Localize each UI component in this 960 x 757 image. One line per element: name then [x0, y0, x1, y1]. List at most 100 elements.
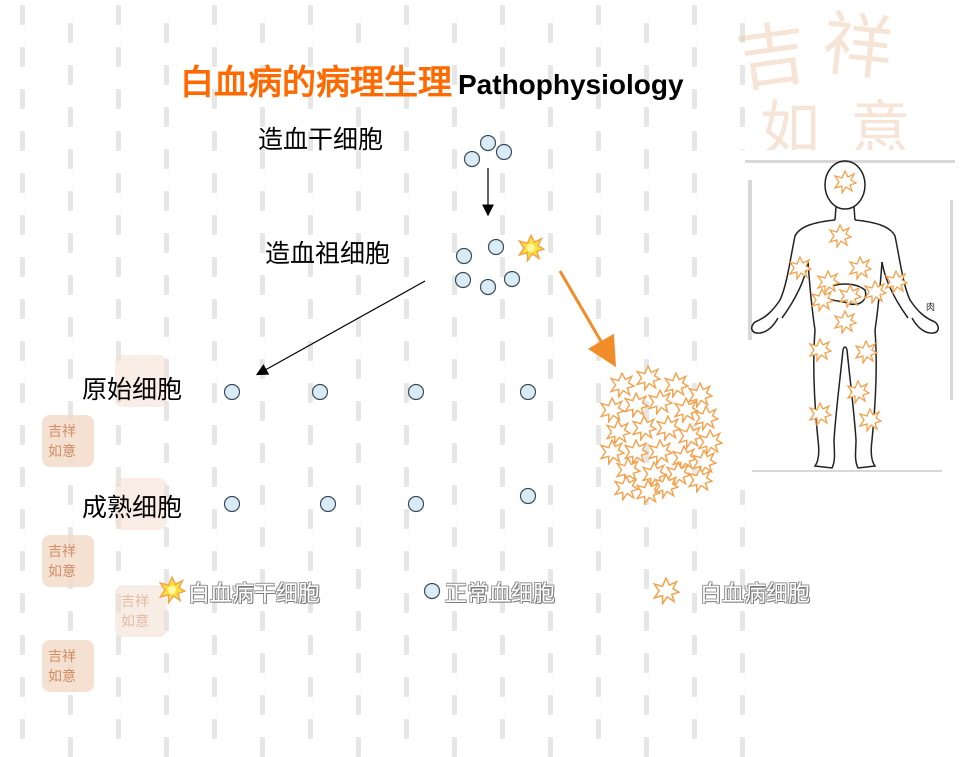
normal-cell-icon — [407, 495, 425, 513]
background-dash — [548, 653, 553, 673]
background-dash — [212, 719, 217, 739]
background-dash — [596, 551, 601, 571]
background-dash — [260, 23, 265, 43]
background-dash — [452, 107, 457, 127]
seal-watermark: 吉祥如意 — [42, 535, 94, 587]
background-dash — [308, 509, 313, 529]
background-dash — [164, 695, 169, 715]
leukemia-cell-icon — [648, 439, 673, 465]
background-dash — [164, 149, 169, 169]
normal-cell-icon — [319, 495, 337, 513]
background-dash — [740, 527, 745, 547]
background-dash — [404, 173, 409, 193]
background-dash — [740, 65, 745, 85]
background-dash — [308, 131, 313, 151]
background-dash — [404, 299, 409, 319]
background-dash — [260, 191, 265, 211]
background-dash — [548, 695, 553, 715]
normal-cell-icon — [407, 383, 425, 401]
normal-cell-icon — [223, 383, 241, 401]
background-dash — [20, 5, 25, 25]
normal-cell-icon — [495, 143, 513, 161]
background-dash — [452, 275, 457, 295]
title-chinese: 白血病的病理生理 — [180, 63, 452, 103]
background-dash — [500, 5, 505, 25]
background-dash — [68, 401, 73, 421]
background-dash — [68, 191, 73, 211]
background-dash — [20, 383, 25, 403]
background-dash — [404, 89, 409, 109]
background-dash — [596, 131, 601, 151]
background-dash — [404, 425, 409, 445]
background-dash — [692, 47, 697, 67]
background-dash — [596, 467, 601, 487]
background-dash — [452, 23, 457, 43]
background-dash — [308, 425, 313, 445]
progenitor-cell-cluster — [454, 238, 521, 296]
background-dash — [548, 191, 553, 211]
background-dash — [548, 485, 553, 505]
background-dash — [164, 317, 169, 337]
background-dash — [68, 317, 73, 337]
background-dash — [404, 719, 409, 739]
background-dash — [356, 569, 361, 589]
background-dash — [452, 737, 457, 757]
background-dash — [596, 173, 601, 193]
background-dash — [20, 677, 25, 697]
background-dash — [260, 485, 265, 505]
background-dash — [404, 131, 409, 151]
background-dash — [692, 341, 697, 361]
background-dash — [596, 719, 601, 739]
background-dash — [308, 299, 313, 319]
leukemia-cell-cluster — [600, 365, 723, 505]
normal-cell-icon — [311, 383, 329, 401]
leukemia-cell-icon — [632, 415, 657, 441]
background-dash — [68, 107, 73, 127]
background-dash — [308, 719, 313, 739]
background-dash — [356, 401, 361, 421]
background-dash — [548, 149, 553, 169]
background-dash — [260, 653, 265, 673]
seal-watermark: 吉祥如意 — [42, 640, 94, 692]
background-dash — [20, 509, 25, 529]
background-dash — [644, 107, 649, 127]
background-dash — [308, 47, 313, 67]
background-dash — [548, 737, 553, 757]
legend-leukemia-stem-cell-icon — [159, 576, 186, 604]
background-dash — [260, 65, 265, 85]
background-dash — [20, 425, 25, 445]
background-dash — [644, 527, 649, 547]
background-dash — [212, 593, 217, 613]
background-dash — [500, 383, 505, 403]
background-dash — [452, 359, 457, 379]
background-dash — [692, 719, 697, 739]
background-dash — [596, 593, 601, 613]
background-dash — [212, 215, 217, 235]
background-dash — [356, 695, 361, 715]
leukemia-cell-icon — [636, 365, 661, 391]
label-mature-cell: 成熟细胞 — [82, 493, 183, 522]
seal-watermark: 吉祥如意 — [115, 585, 167, 637]
leukemia-cell-icon — [600, 439, 625, 465]
background-dash — [20, 173, 25, 193]
background-dash — [164, 233, 169, 253]
label-primitive-cell: 原始细胞 — [82, 375, 183, 404]
background-dash — [164, 443, 169, 463]
background-dash — [500, 299, 505, 319]
background-dash — [404, 551, 409, 571]
background-dash — [596, 425, 601, 445]
background-dash — [692, 173, 697, 193]
background-dash — [500, 677, 505, 697]
background-dash — [500, 719, 505, 739]
background-dash — [404, 677, 409, 697]
background-dash — [116, 173, 121, 193]
background-dash — [212, 467, 217, 487]
background-dash — [404, 47, 409, 67]
background-dash — [356, 107, 361, 127]
background-dash — [596, 47, 601, 67]
leukemia-cell-icon — [600, 397, 625, 423]
background-dash — [452, 191, 457, 211]
background-dash — [308, 593, 313, 613]
leukemia-cell-icon — [610, 372, 635, 398]
background-dash — [404, 467, 409, 487]
